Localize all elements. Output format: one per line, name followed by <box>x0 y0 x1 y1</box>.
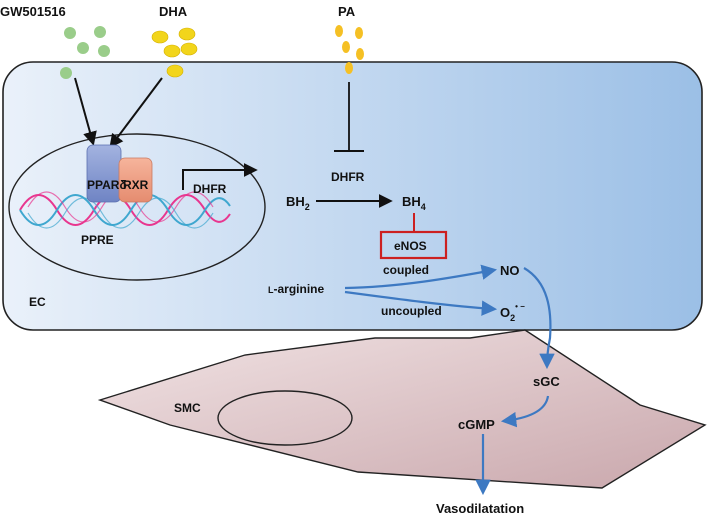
enos-box <box>379 230 448 260</box>
dha-dots <box>151 27 198 78</box>
coupled-label: coupled <box>383 263 429 277</box>
dhfr-transcription-arrow <box>182 163 258 190</box>
gw501516-label: GW501516 <box>0 4 66 19</box>
cgmp-label: cGMP <box>458 417 495 432</box>
no-label: NO <box>500 263 520 278</box>
ec-nucleus <box>8 133 266 281</box>
ppar-delta-label: PPARδ <box>87 178 127 192</box>
smc-nucleus <box>217 390 353 446</box>
dna-helix <box>19 191 231 229</box>
ppre-label: PPRE <box>81 233 114 247</box>
arginine-to-no-arrow <box>344 264 498 290</box>
bh2-label: BH2 <box>286 194 310 212</box>
endothelial-cell <box>2 61 703 331</box>
dhfr-gene-label: DHFR <box>193 182 227 196</box>
ec-label: EC <box>29 295 46 309</box>
rxr-label: RXR <box>123 178 149 192</box>
smooth-muscle-cell <box>97 329 707 489</box>
dhfr-enzyme-label: DHFR <box>331 170 365 184</box>
vasodilatation-label: Vasodilatation <box>436 501 524 516</box>
pa-label: PA <box>338 4 356 19</box>
gw-to-ppar-arrow <box>74 77 97 146</box>
bh4-label: BH4 <box>402 194 426 212</box>
no-to-sgc-arrow <box>523 267 555 370</box>
pa-dots <box>335 25 364 74</box>
dha-to-ppar-arrow <box>109 77 163 149</box>
uncoupled-label: uncoupled <box>381 304 442 318</box>
ppar-delta-receptor <box>86 144 122 203</box>
l-arginine-label: L-arginine <box>268 282 324 296</box>
rxr-receptor <box>118 157 153 203</box>
gw501516-dots <box>60 26 110 79</box>
smc-label: SMC <box>174 401 201 415</box>
sgc-label: sGC <box>533 374 560 389</box>
arginine-to-superoxide-arrow <box>344 290 498 316</box>
dha-label: DHA <box>159 4 188 19</box>
superoxide-label: O2• − <box>500 302 525 323</box>
sgc-to-cgmp-arrow <box>500 395 550 428</box>
enos-label: eNOS <box>394 239 427 253</box>
